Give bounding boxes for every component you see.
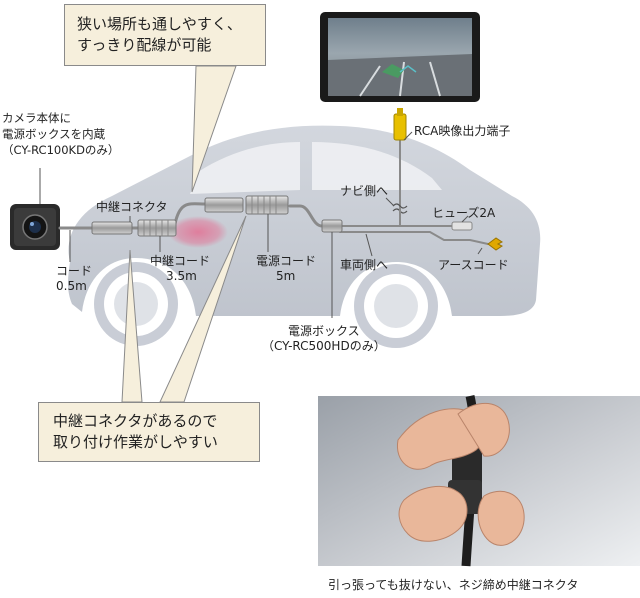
car-silhouette <box>68 125 541 348</box>
fuse-holder <box>451 221 473 231</box>
connector-highlight <box>168 216 228 248</box>
earth-cord-label: アースコード <box>438 258 509 272</box>
cord-05-label: コード 0.5m <box>56 264 92 294</box>
leader-lines <box>39 131 483 318</box>
connector-photo <box>318 394 640 567</box>
navi-monitor <box>320 12 480 102</box>
power-box-label-line-1: 電源ボックス <box>288 324 360 338</box>
power-box-label: 電源ボックス （CY-RC500HDのみ） <box>262 324 386 354</box>
relay-connector-1 <box>91 219 177 237</box>
rca-label: RCA映像出力端子 <box>414 124 511 138</box>
callout-top-line-2: すっきり配線が可能 <box>77 36 212 54</box>
relay-cord-label: 中継コード 3.5m <box>150 254 210 284</box>
power-cord-label-line-1: 電源コード <box>256 254 317 268</box>
callout-pointers <box>121 65 247 403</box>
front-wheel <box>354 264 438 348</box>
relay-connector-label: 中継コネクタ <box>96 200 168 214</box>
photo-caption: 引っ張っても抜けない、ネジ締め中継コネクタ <box>328 578 579 592</box>
cord-05-label-line-2: 0.5m <box>56 279 87 293</box>
callout-bottom-line-1: 中継コネクタがあるので <box>53 412 218 430</box>
camera-label-line-3: （CY-RC100KDのみ） <box>2 143 120 157</box>
relay-cord-label-line-1: 中継コード <box>150 254 211 268</box>
power-cord-label-line-2: 5m <box>276 269 296 283</box>
cord-05-label-line-1: コード <box>56 264 93 278</box>
camera-unit <box>10 204 60 250</box>
callout-bottom-line-2: 取り付け作業がしやすい <box>53 433 218 451</box>
relay-connector-2 <box>204 195 289 215</box>
callout-top: 狭い場所も通しやすく、 すっきり配線が可能 <box>64 4 266 66</box>
camera-label: カメラ本体に 電源ボックスを内蔵 （CY-RC100KDのみ） <box>2 110 119 158</box>
fuse-label: ヒューズ2A <box>432 206 496 220</box>
power-cord-label: 電源コード 5m <box>256 254 316 284</box>
callout-bottom: 中継コネクタがあるので 取り付け作業がしやすい <box>38 402 260 462</box>
callout-top-line-1: 狭い場所も通しやすく、 <box>77 15 242 33</box>
rear-wheel <box>94 262 178 346</box>
camera-label-line-1: カメラ本体に <box>2 111 71 125</box>
vehicle-side-label: 車両側へ <box>340 258 389 272</box>
rca-cable <box>392 108 408 214</box>
earth-terminal <box>487 237 503 251</box>
camera-label-line-2: 電源ボックスを内蔵 <box>2 127 106 141</box>
power-box-label-line-2: （CY-RC500HDのみ） <box>262 339 386 353</box>
relay-cord-label-line-2: 3.5m <box>166 269 197 283</box>
power-box-connector <box>321 219 343 233</box>
navi-side-label: ナビ側へ <box>340 184 389 198</box>
